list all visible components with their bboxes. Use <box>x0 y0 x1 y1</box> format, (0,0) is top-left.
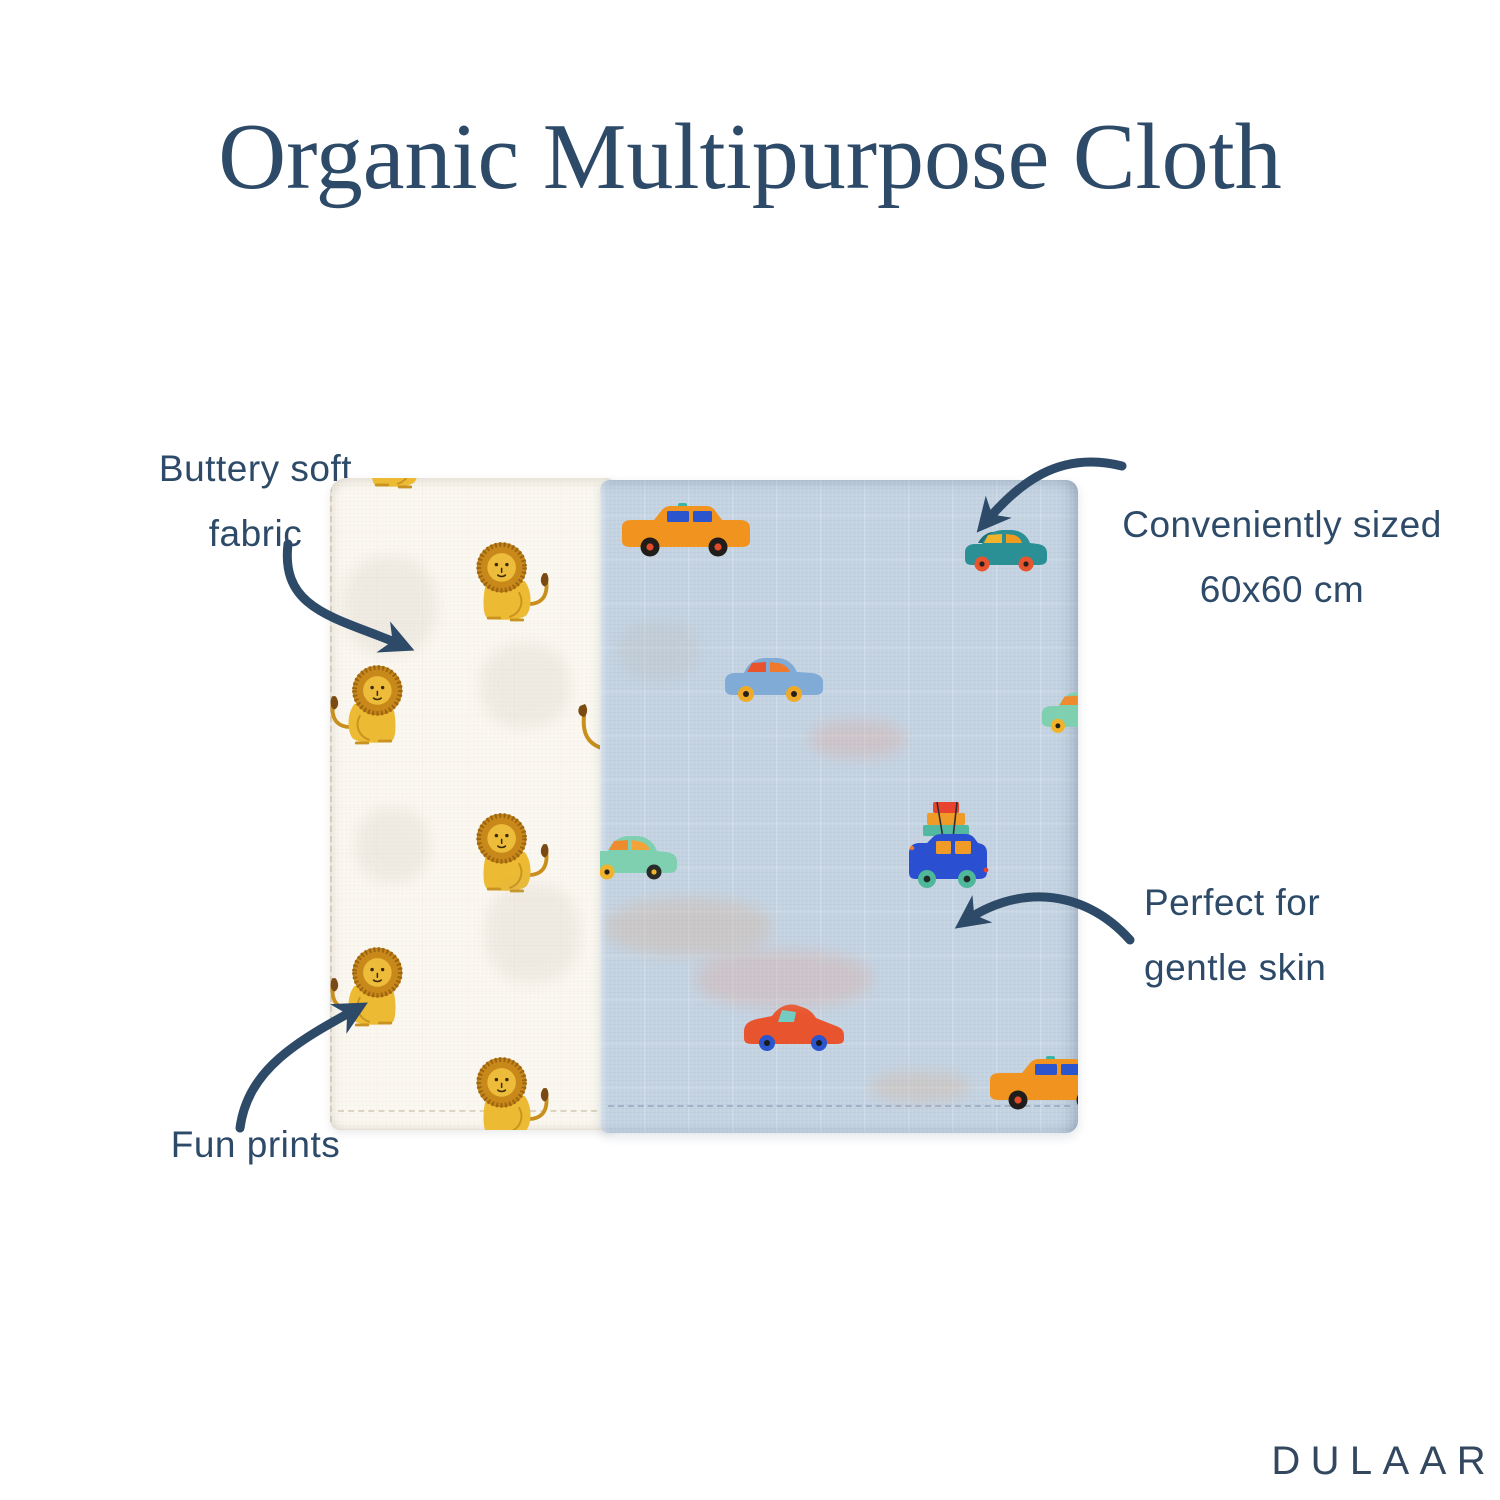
blue-car-motif <box>725 658 823 702</box>
callout-line: Buttery soft <box>158 448 353 489</box>
page-title: Organic Multipurpose Cloth <box>218 104 1282 209</box>
taxi-car-motif <box>990 1056 1078 1110</box>
teal-car-motif <box>965 530 1047 572</box>
print-show-through <box>870 1072 970 1102</box>
print-show-through <box>618 620 698 682</box>
lion-motif <box>330 947 403 1027</box>
cloth-hem-stitch <box>338 1110 607 1112</box>
callout-gentle-skin: Perfect for gentle skin <box>1144 870 1424 1000</box>
cloth-hem-stitch <box>608 1105 1070 1107</box>
callout-line: gentle skin <box>1144 947 1327 988</box>
print-show-through <box>480 643 570 728</box>
cloth-hem-stitch <box>330 486 332 1122</box>
car-print-cloth <box>600 480 1078 1133</box>
print-show-through <box>342 556 437 656</box>
lion-motif <box>330 665 403 745</box>
lion-motif <box>476 1057 549 1130</box>
taxi-car-motif <box>622 503 750 557</box>
print-show-through <box>696 950 871 1008</box>
callout-conveniently-sized: Conveniently sized 60x60 cm <box>1082 492 1482 622</box>
lion-motif <box>476 542 549 622</box>
mint-car-motif <box>1041 691 1078 733</box>
lion-motif <box>372 478 417 489</box>
suv-with-luggage-motif <box>909 801 989 888</box>
print-show-through <box>355 808 430 883</box>
brand-wordmark: DULAAR <box>1271 1439 1496 1483</box>
lion-print-cloth <box>330 478 615 1130</box>
mint-car-motif <box>600 836 677 880</box>
print-show-through <box>606 898 771 956</box>
print-show-through <box>810 720 905 758</box>
callout-line: Perfect for <box>1144 882 1321 923</box>
red-car-motif <box>744 1004 844 1051</box>
callout-line: 60x60 cm <box>1199 569 1365 610</box>
print-show-through <box>485 883 580 983</box>
lion-motif <box>476 813 549 893</box>
callout-line: Conveniently sized <box>1122 504 1442 545</box>
